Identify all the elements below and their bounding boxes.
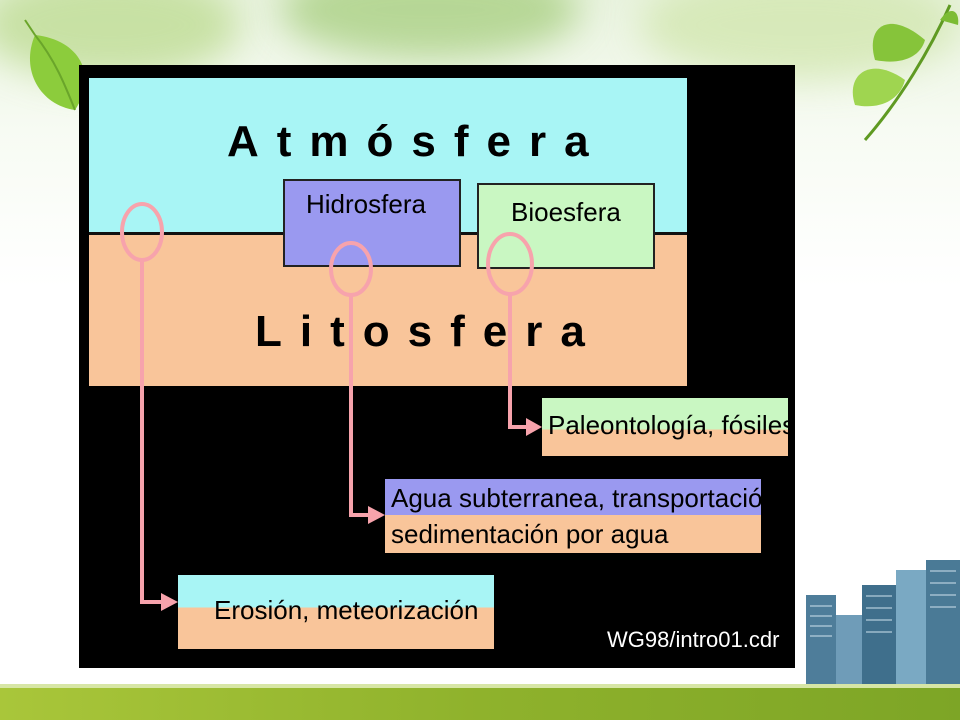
background-foliage-center (280, 0, 580, 60)
connector-arrows (120, 202, 542, 611)
circle-hydrosphere-lithosphere (329, 241, 373, 297)
slide-bottom-line (0, 684, 960, 688)
hydrosphere-label: Hidrosfera (306, 189, 426, 219)
result-erosion: Erosión, meteorización (178, 575, 494, 649)
result-groundwater-line2: sedimentación por agua (391, 519, 669, 549)
result-paleontology-text: Paleontología, fósiles (548, 410, 788, 440)
arrowhead-groundwater-icon (368, 506, 385, 524)
file-credit: WG98/intro01.cdr (607, 627, 780, 652)
circle-atmosphere-lithosphere (120, 202, 164, 262)
result-groundwater: Agua subterranea, transportación sedimen… (385, 479, 761, 553)
result-groundwater-top (385, 479, 761, 515)
atmosphere-label: Atmósfera (227, 117, 607, 166)
slide-bottom-bar (0, 688, 960, 720)
result-erosion-text: Erosión, meteorización (214, 595, 479, 625)
arrow-line-paleontology (508, 294, 529, 429)
earth-spheres-diagram: Atmósfera Litosfera Hidrosfera Bioesfera… (79, 65, 795, 668)
result-paleontology: Paleontología, fósiles (542, 398, 788, 456)
biosphere-box (477, 183, 655, 269)
lithosphere-label: Litosfera (255, 307, 603, 356)
arrowhead-erosion-icon (161, 593, 178, 611)
biosphere-label: Bioesfera (511, 197, 621, 227)
leaf-branch-right-icon (852, 4, 959, 141)
arrow-line-groundwater (349, 295, 371, 517)
arrow-line-erosion (140, 260, 164, 604)
result-groundwater-bottom (385, 515, 761, 553)
circle-biosphere-lithosphere (486, 232, 534, 296)
arrowhead-paleontology-icon (526, 418, 542, 436)
leaf-left-icon (24, 19, 86, 111)
result-groundwater-line1: Agua subterranea, transportación (391, 483, 761, 513)
